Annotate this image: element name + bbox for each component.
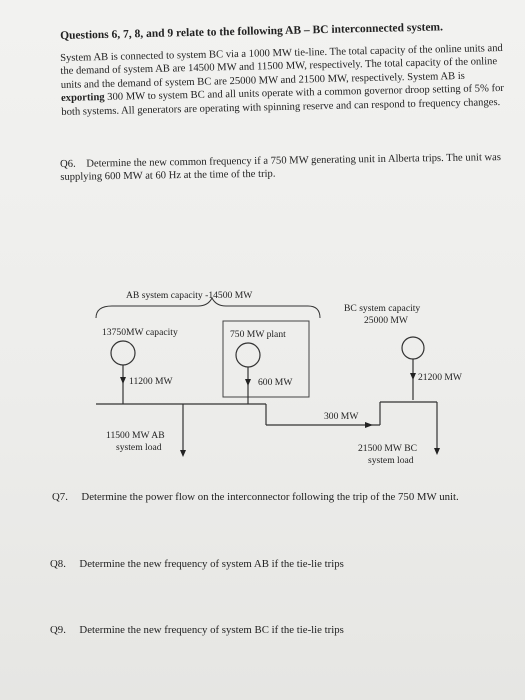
bc-gen-arrow [410, 373, 416, 380]
ab-load-label-1: 11500 MW AB [106, 430, 165, 441]
question-8: Q8. Determine the new frequency of syste… [50, 558, 344, 570]
bc-gen-output: 21200 MW [418, 372, 462, 383]
question-7: Q7. Determine the power flow on the inte… [52, 491, 459, 503]
tie-flow-label: 300 MW [324, 411, 359, 422]
question-9: Q9. Determine the new frequency of syste… [50, 624, 344, 636]
ab-capacity-bracket [95, 296, 321, 319]
bc-capacity-label-1: BC system capacity [344, 303, 421, 314]
plant-box [222, 320, 310, 398]
bc-load-arrow [434, 448, 440, 455]
q8-number: Q8. [50, 558, 66, 570]
bc-load-label-2: system load [368, 455, 414, 466]
q7-text: Determine the power flow on the intercon… [81, 491, 459, 503]
bc-generator-symbol [401, 336, 425, 360]
q9-number: Q9. [50, 624, 66, 636]
tie-flow-arrow [365, 422, 373, 428]
ab-capacity-label: AB system capacity -14500 MW [126, 290, 253, 301]
q9-text: Determine the new frequency of system BC… [79, 624, 344, 636]
ab-gen-output: 11200 MW [129, 376, 173, 387]
q7-number: Q7. [52, 491, 68, 503]
plant-gen-arrow [245, 379, 251, 386]
ab-units-label: 13750MW capacity [102, 327, 178, 338]
ab-load-arrow [180, 450, 186, 457]
q8-text: Determine the new frequency of system AB… [79, 558, 344, 570]
ab-generator-symbol [110, 340, 136, 366]
plant-gen-output: 600 MW [258, 377, 293, 388]
plant-generator-symbol [235, 342, 261, 368]
bc-capacity-label-2: 25000 MW [364, 315, 408, 326]
ab-load-label-2: system load [116, 442, 162, 453]
plant-label: 750 MW plant [230, 329, 286, 340]
bc-load-label-1: 21500 MW BC [358, 443, 417, 454]
ab-gen-arrow [120, 377, 126, 384]
